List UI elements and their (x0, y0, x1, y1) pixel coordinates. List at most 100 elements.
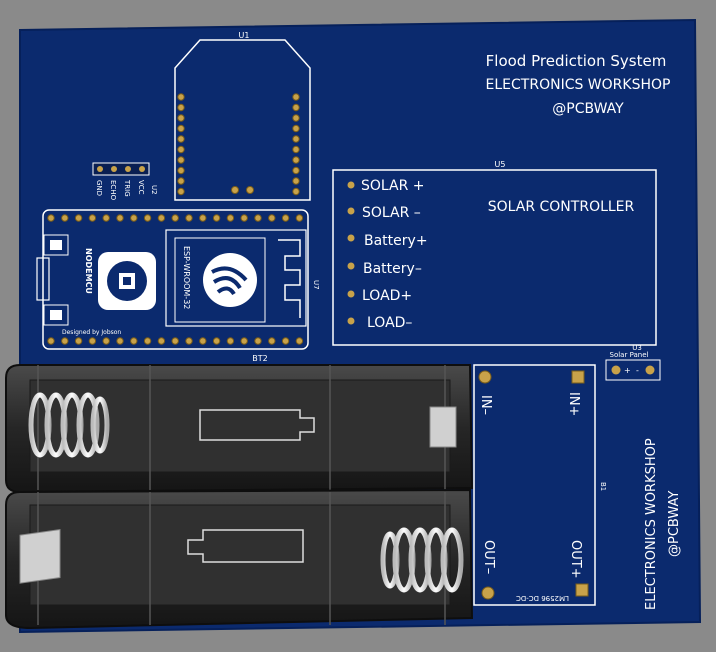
top-spring-icon (28, 392, 110, 458)
u3-ref: U3 (632, 344, 642, 352)
pad (254, 337, 262, 345)
pad (74, 214, 83, 222)
pad (295, 214, 304, 222)
u5-pin-battery-minus: Battery– (363, 261, 422, 277)
pad (61, 337, 69, 345)
u5-solar-controller: U5 SOLAR CONTROLLER SOLAR + SOLAR – Batt… (332, 160, 657, 346)
boot-button-outline (43, 304, 69, 326)
buck-out-plus: OUT+ (568, 540, 583, 579)
antenna-trace (278, 239, 301, 318)
esp32-module-text: ESP-WROOM-32 (182, 246, 191, 309)
pad (177, 166, 185, 175)
pad (88, 337, 97, 345)
pad (212, 337, 221, 345)
u7-ref: U7 (312, 280, 320, 290)
pad (130, 214, 138, 222)
pad (61, 214, 69, 222)
u3-solar-panel-connector: U3 Solar Panel + - (605, 344, 661, 381)
u3-pin-minus: - (636, 366, 639, 375)
esp32-module-outline (165, 229, 307, 327)
pad (177, 135, 185, 143)
pad (281, 337, 290, 345)
buck-in-minus: IN– (478, 395, 493, 415)
pad (226, 337, 235, 345)
buck-in-plus: IN+ (566, 392, 581, 416)
bottom-battery-contact-icon (19, 528, 61, 584)
nodemcu-designer: Designed by Jobson (62, 329, 121, 336)
pad (47, 337, 55, 345)
pad (130, 337, 138, 345)
pad (240, 337, 248, 345)
bottom-battery-label-outline (187, 529, 304, 563)
pad (292, 166, 300, 175)
pad (143, 214, 152, 222)
pad (199, 214, 207, 222)
top-battery-contact-icon (429, 406, 457, 448)
pad (295, 337, 304, 345)
pad (292, 156, 300, 164)
u5-pin-load-plus: LOAD+ (362, 288, 412, 304)
u2-header: U2 GND ECHO TRIG VCC (92, 162, 158, 201)
pad (171, 214, 179, 222)
pad (292, 124, 300, 133)
pad (199, 337, 207, 345)
pad (116, 214, 124, 222)
u5-pin-solar-minus: SOLAR – (362, 205, 421, 221)
pad (292, 103, 300, 112)
pad (212, 214, 221, 222)
u5-pin-battery-plus: Battery+ (364, 233, 428, 249)
u1-ref: U1 (239, 31, 250, 40)
pad (47, 214, 55, 222)
pad (177, 156, 185, 164)
buck-part: LM2596 DC-DC (516, 594, 569, 602)
pad (292, 114, 300, 122)
pad (116, 337, 124, 345)
pad (88, 214, 97, 222)
bottom-spring-icon (380, 527, 464, 593)
pad (292, 93, 300, 101)
buck-ref: B1 (599, 482, 607, 491)
pad (292, 177, 300, 185)
buck-converter: IN– IN+ OUT– OUT+ B1 LM2596 DC-DC (473, 364, 607, 606)
u2-pin-trig: TRIG (123, 179, 131, 197)
pad (143, 337, 152, 345)
u5-pin-solar-plus: SOLAR + (361, 178, 425, 194)
pad (268, 214, 276, 222)
pad (292, 187, 300, 196)
u5-title: SOLAR CONTROLLER (488, 199, 635, 215)
u1-module: U1 (174, 31, 311, 201)
u5-pin-load-minus: LOAD– (367, 315, 412, 331)
title-line3: @PCBWAY (552, 101, 624, 117)
u2-pin-vcc: VCC (137, 180, 145, 195)
pad (177, 114, 185, 122)
title-line2: ELECTRONICS WORKSHOP (486, 77, 671, 93)
u1-left-pads (177, 93, 185, 196)
u2-pin-echo: ECHO (109, 180, 117, 201)
nodemcu-logo-text: NODEMCU (84, 248, 93, 294)
buck-out-minus: OUT– (481, 540, 496, 574)
nodemcu-board: NODEMCU Designed by Jobson ESP-WROOM-32 … (36, 209, 320, 363)
bt2-ref: BT2 (252, 354, 267, 363)
pad (185, 337, 193, 345)
title-line1: Flood Prediction System (486, 52, 667, 70)
reset-button-outline (43, 234, 69, 256)
pad (177, 187, 185, 196)
pad (177, 124, 185, 133)
pad (292, 145, 300, 154)
pad (292, 135, 300, 143)
pad (226, 214, 235, 222)
pad (177, 93, 185, 101)
footer-line2: @PCBWAY (667, 491, 682, 557)
footer-line1: ELECTRONICS WORKSHOP (644, 438, 659, 610)
u2-ref: U2 (150, 185, 158, 195)
u1-right-pads (292, 93, 300, 196)
battery-holder-top (5, 364, 474, 494)
top-battery-label-outline (199, 409, 315, 441)
pad (74, 337, 83, 345)
pad (102, 214, 110, 222)
pad (254, 214, 262, 222)
battery-holder-bottom (5, 488, 474, 630)
pad (240, 214, 248, 222)
pad (268, 337, 276, 345)
